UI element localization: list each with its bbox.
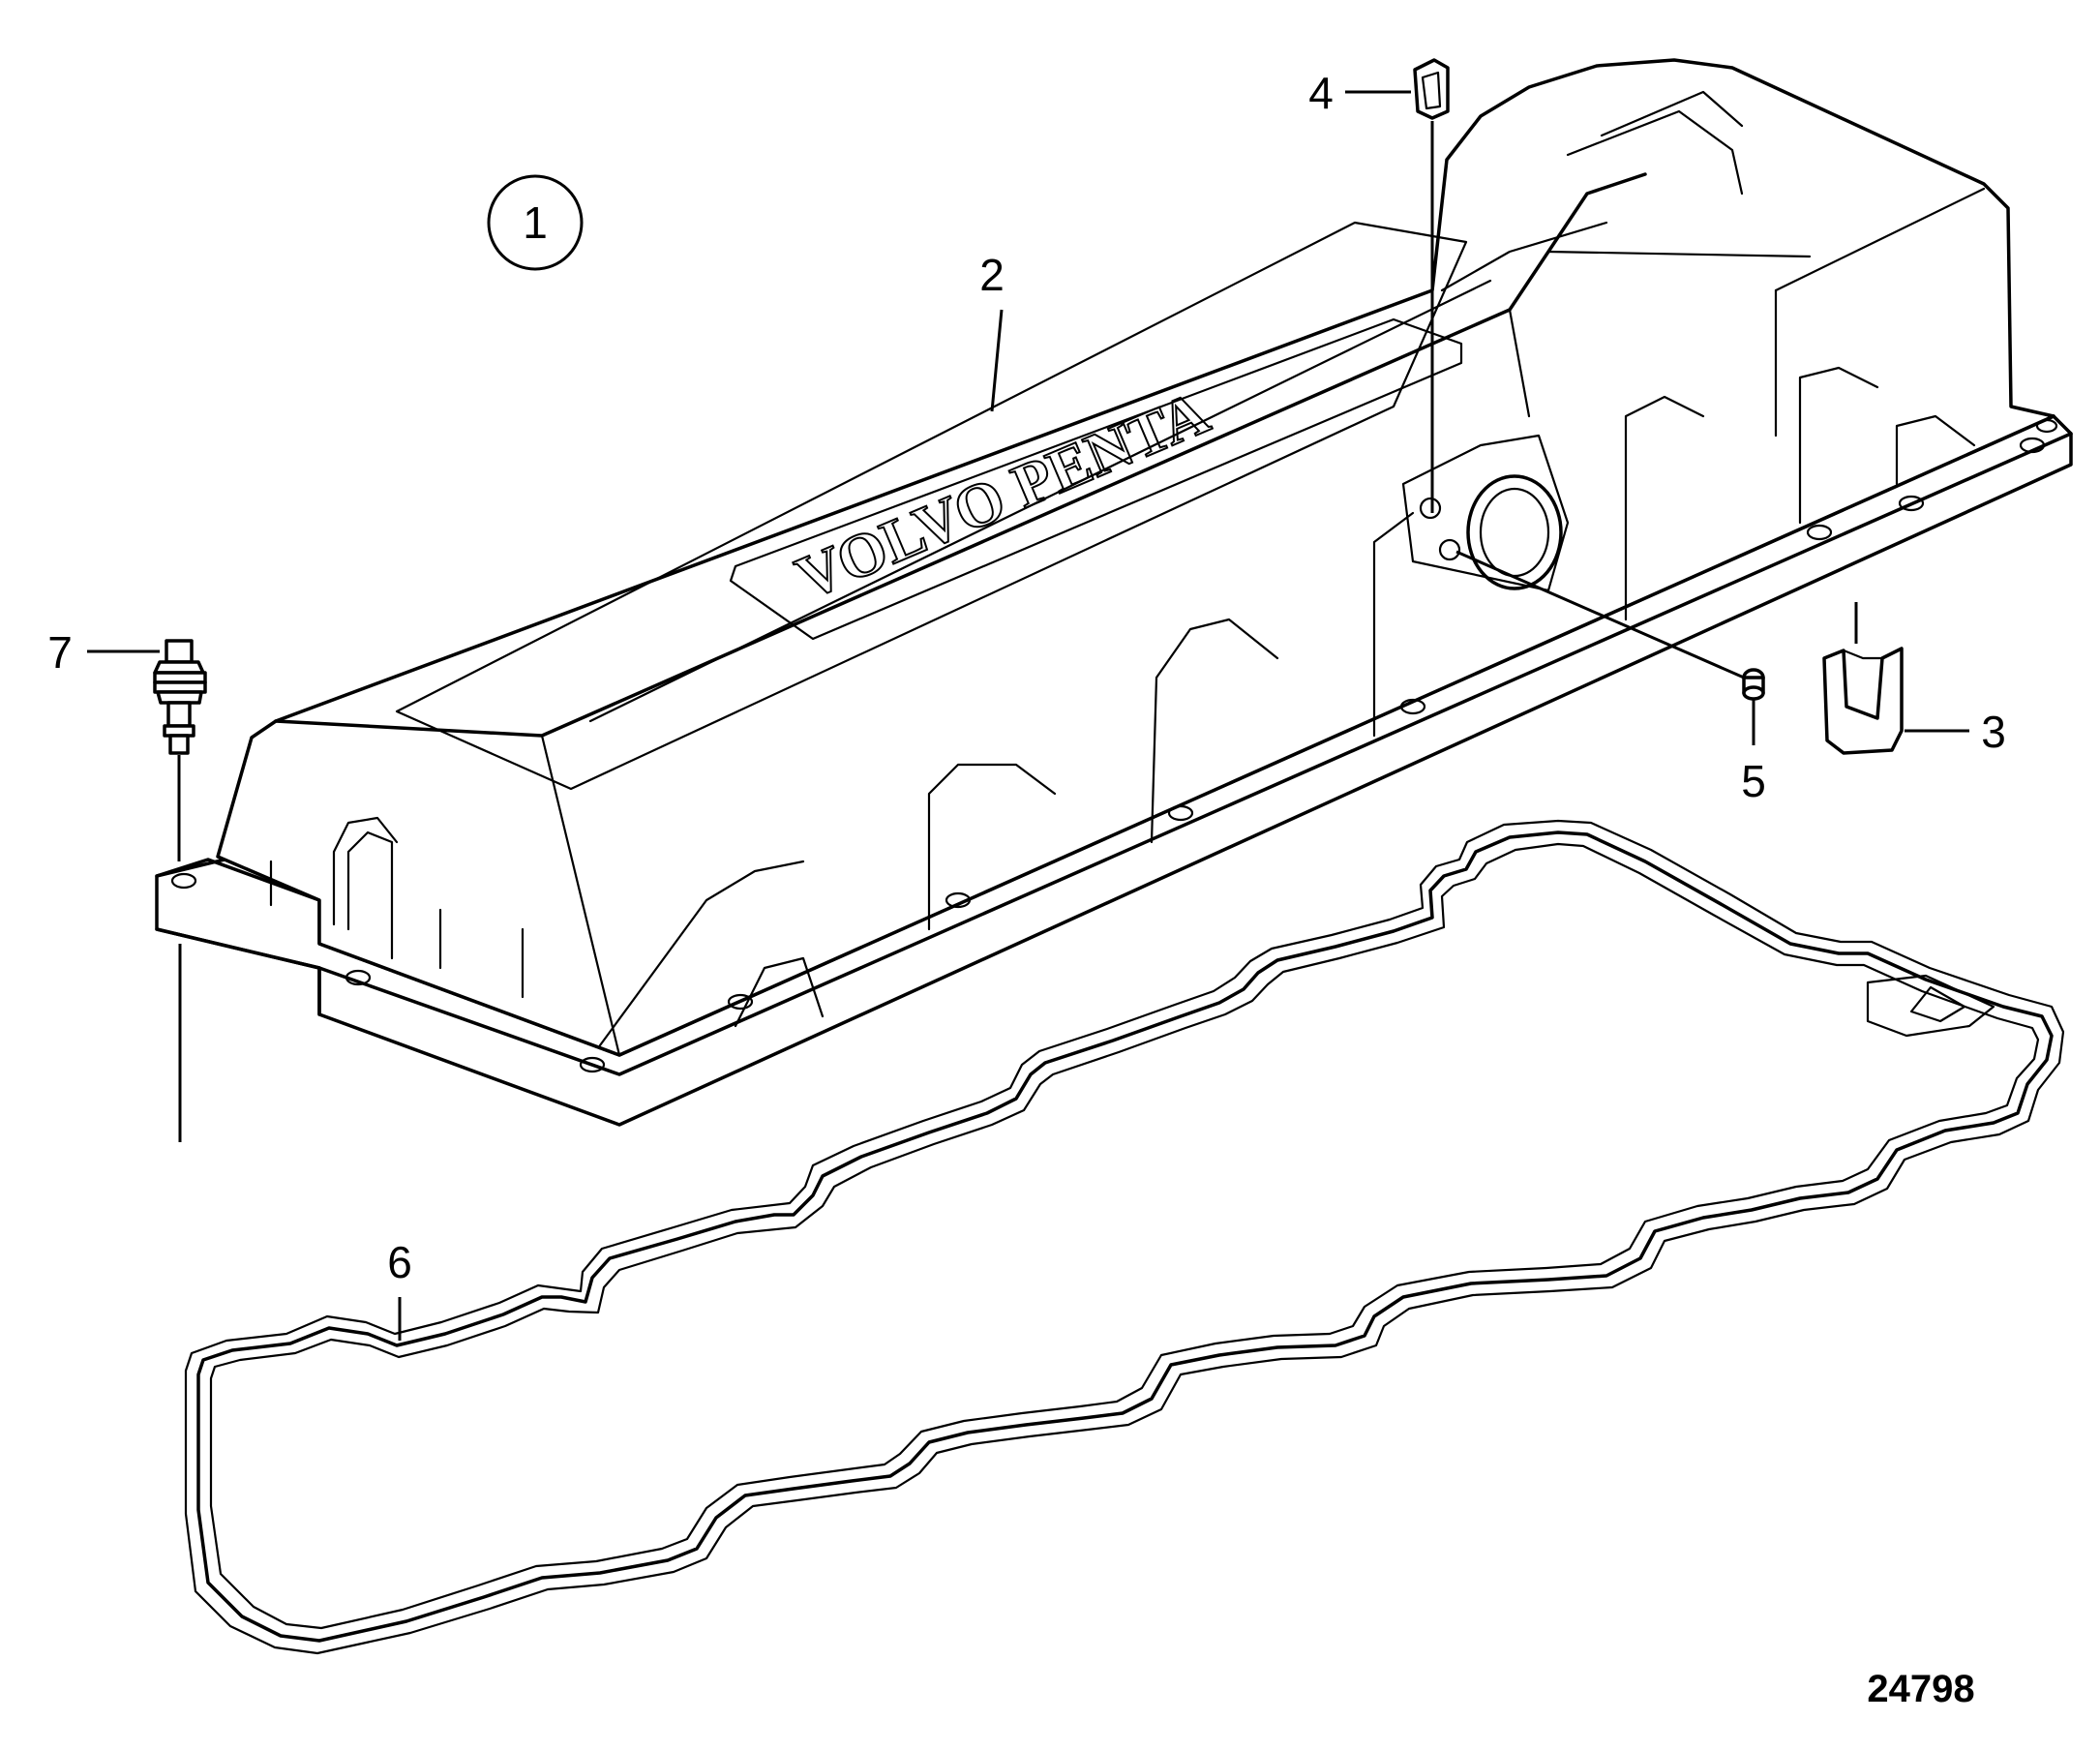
figure-number: 24798 [1867,1668,1974,1710]
group-marker: 1 [487,174,584,271]
callout-2: 2 [979,250,1005,300]
callout-5: 5 [1741,756,1766,806]
valve-cover: VOLVO PENTA [155,58,2073,1127]
plug [1742,668,1765,701]
group-marker-label: 1 [523,197,548,248]
gasket [184,819,2065,1655]
callout-3: 3 [1981,707,2006,757]
breather-valve [153,639,207,755]
callouts: 2 3 4 5 6 7 [47,68,2006,1287]
leader-lines [87,90,1969,1341]
clip [1822,647,1904,755]
callout-4: 4 [1308,68,1334,118]
callout-7: 7 [47,627,73,678]
callout-6: 6 [387,1237,412,1287]
grommet [1413,58,1450,120]
